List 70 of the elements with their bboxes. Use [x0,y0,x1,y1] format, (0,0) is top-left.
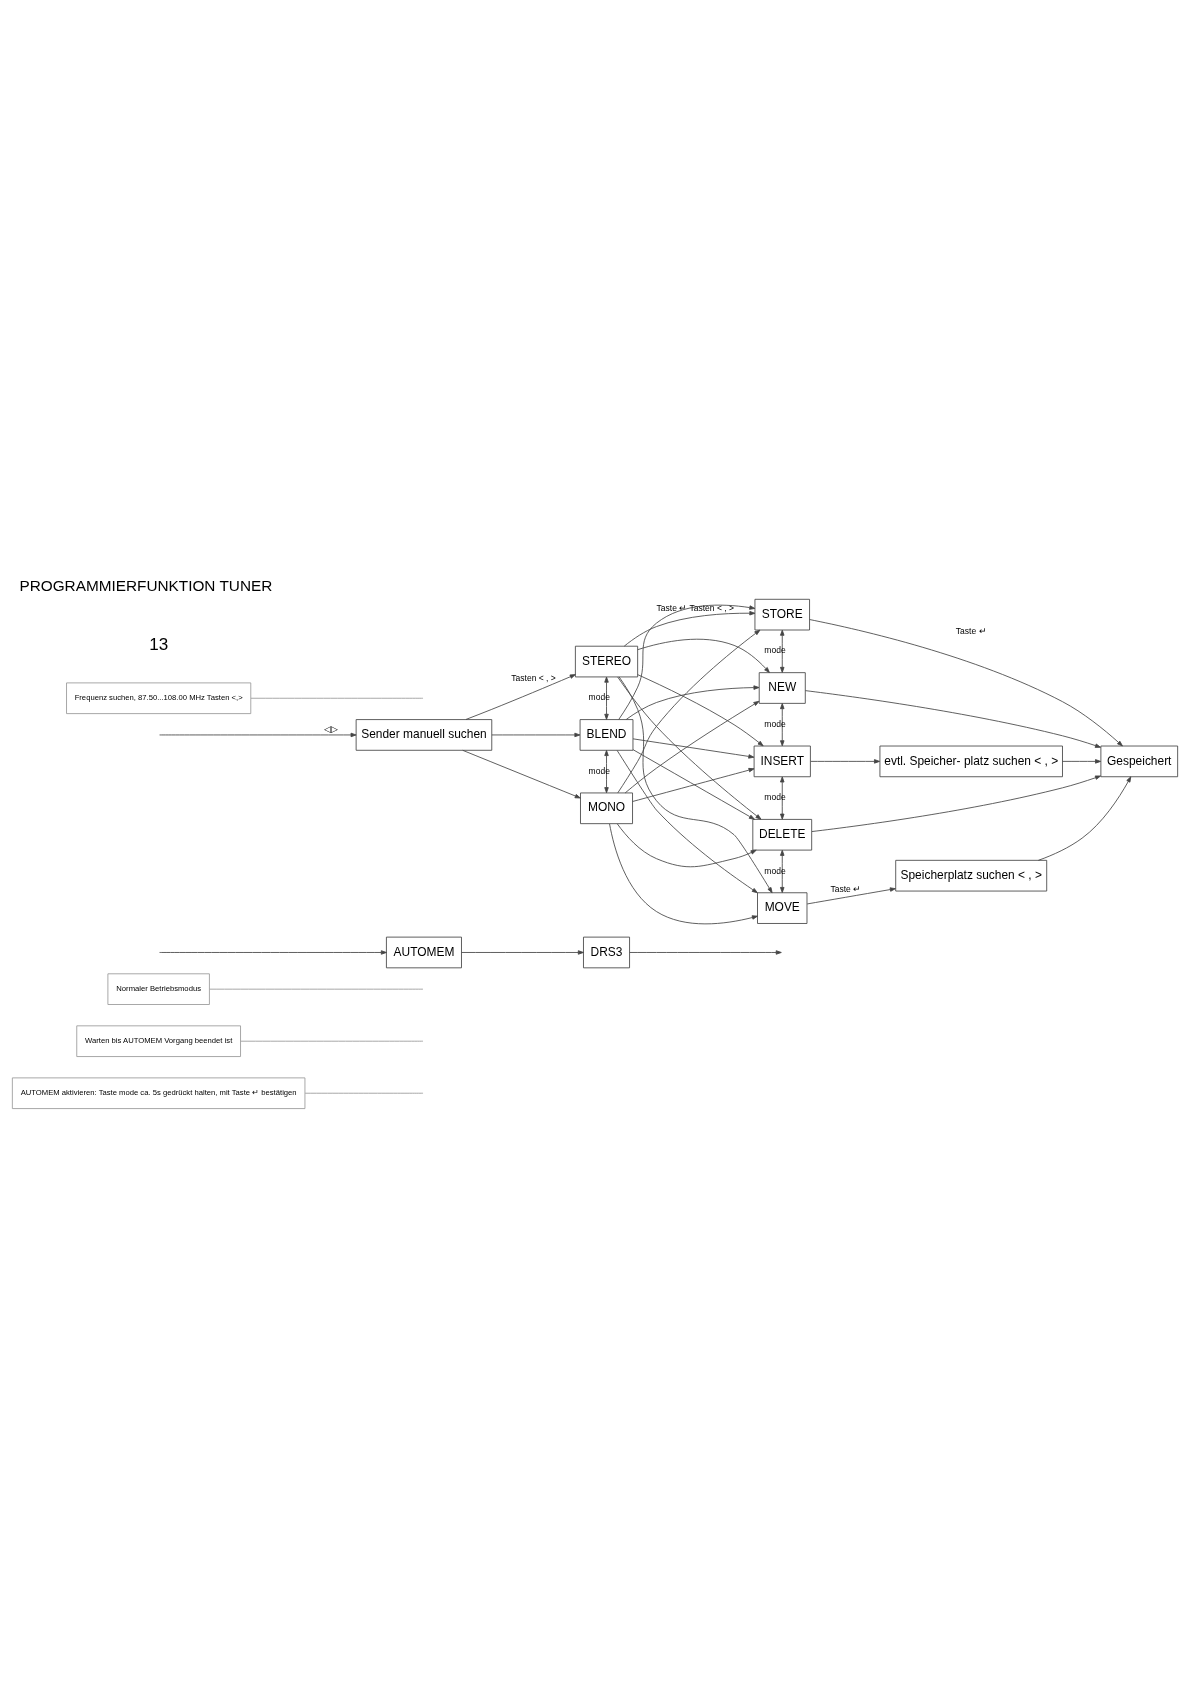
connector [304,1092,424,1094]
edge-label: Taste ↵ Tasten < , > [656,602,734,613]
arrow [462,749,581,798]
arrow [618,676,773,893]
arrow [632,737,755,759]
node-box: Speicherplatz suchen < , > [895,859,1048,891]
edge-label: mode [764,644,786,655]
arrow [159,949,387,955]
node-box: BLEND [579,718,634,751]
arrow [810,758,880,764]
node-box: Sender manuell suchen [355,718,493,751]
arrow [632,748,755,820]
edge-label: mode [764,865,786,876]
arrow [806,886,896,904]
node-box: DELETE [752,818,813,851]
arrow [617,629,761,793]
node-box: NEW [758,671,806,704]
diagram-title: PROGRAMMIERFUNKTION TUNER [19,576,273,594]
arrow [780,849,785,893]
connector [240,1040,424,1042]
edge-label: mode [588,765,610,776]
arrow [811,775,1101,832]
edge-label: Tasten < , > [511,672,556,683]
connector [250,697,424,699]
node-box: AUTOMEM [386,936,462,968]
edge-label: ◁▷ [323,723,338,734]
arrow [616,822,757,867]
node-box: evtl. Speicher- platz suchen < , > [879,745,1063,777]
arrow [780,702,785,746]
arrow [624,700,760,793]
arrow [616,749,758,893]
arrow [491,732,581,737]
node-box: STORE [754,598,810,630]
arrow [780,776,785,820]
arrow [629,949,782,955]
arrow [632,767,755,802]
arrow [780,629,785,673]
arrow [609,823,758,924]
edge-label: mode [764,791,786,802]
edge-label: Taste ↵ [955,625,987,636]
edge-label: Taste ↵ [830,883,862,894]
arrow [637,673,764,746]
arrow [618,604,756,720]
node-box: Warten bis AUTOMEM Vorgang beendet ist [76,1024,241,1057]
node-box: Normaler Betriebsmodus [107,972,210,1005]
node-box: AUTOMEM aktivieren: Taste mode ca. 5s gedrückt halten, mit Taste ↵ bestätigen [11,1076,306,1109]
edge-label: mode [764,718,786,729]
arrow [809,618,1123,746]
arrow [159,732,357,737]
arrow [637,638,770,673]
node-box: INSERT [753,745,811,777]
node-box: Frequenz suchen, 87.50...108.00 MHz Tasten <,> [66,681,252,714]
node-box: STEREO [574,645,639,677]
node-box: Gespeichert [1100,745,1179,777]
arrow [805,689,1101,748]
arrow [1038,775,1132,861]
node-box: MONO [580,792,633,824]
connector [209,988,424,990]
arrow [625,684,760,720]
arrow [1062,758,1102,764]
arrow [604,749,609,793]
label: 13 [149,634,169,654]
arrow [465,673,576,720]
arrow [623,610,756,647]
arrow [617,676,762,820]
arrow [461,949,584,955]
node-box: DRS3 [583,936,630,968]
node-box: MOVE [757,891,808,924]
arrow [604,676,609,720]
edge-label: mode [588,691,610,702]
